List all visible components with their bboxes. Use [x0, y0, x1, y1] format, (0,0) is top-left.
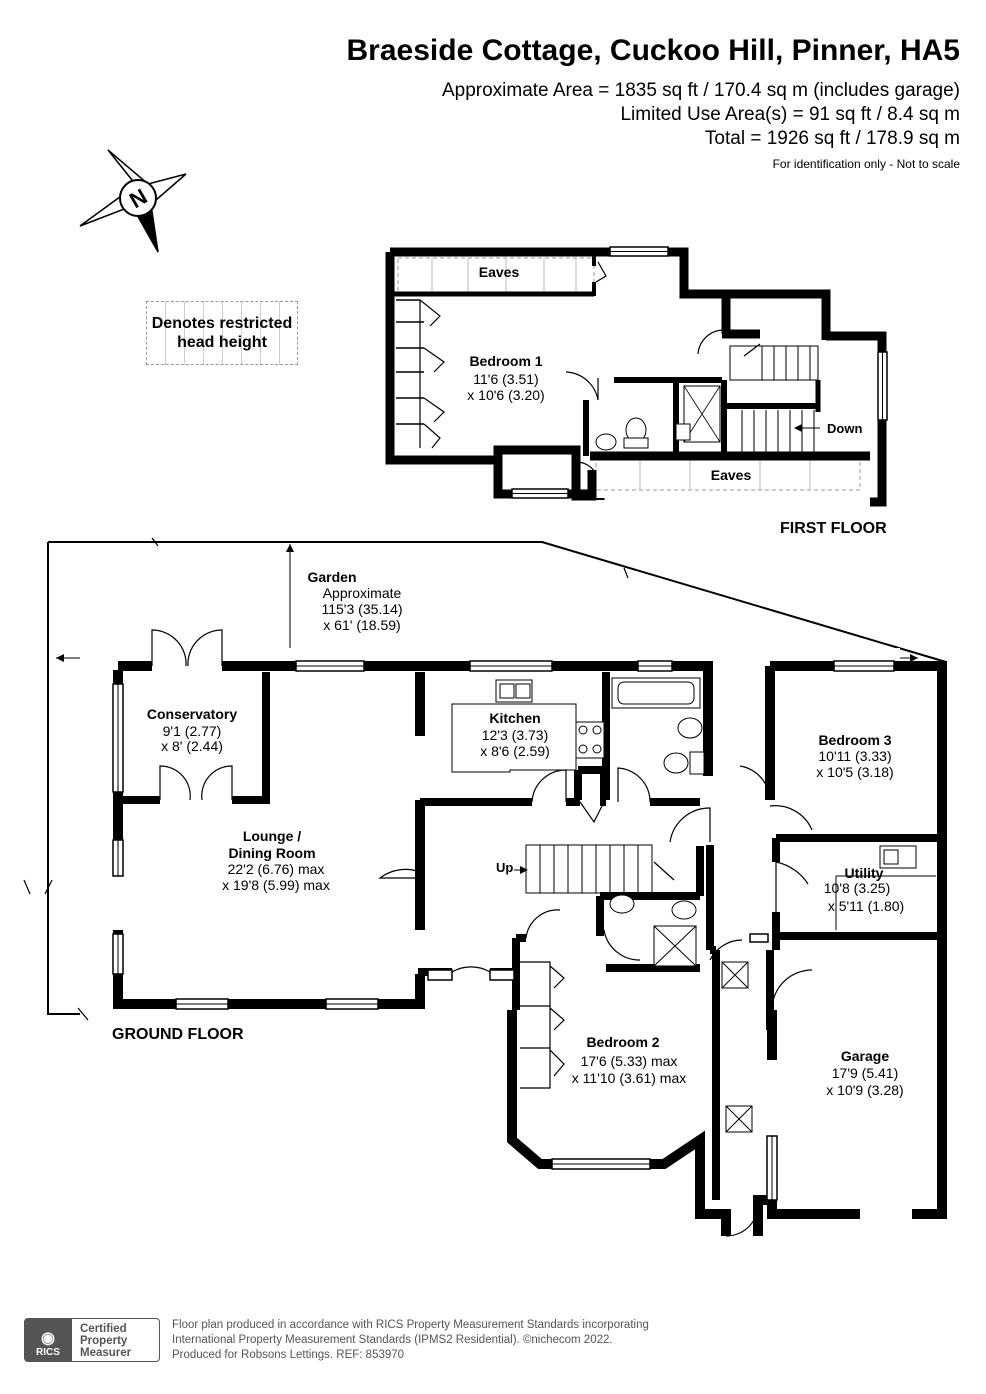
disclaimer: For identification only - Not to scale [772, 157, 960, 171]
bedroom3-dim2: x 10'5 (3.18) [816, 764, 893, 780]
garden-dim2: 115'3 (35.14) [321, 601, 402, 617]
conservatory-dim1: 9'1 (2.77) [163, 723, 222, 739]
total-area: Total = 1926 sq ft / 178.9 sq m [704, 128, 960, 149]
badge-line-2: Property [80, 1335, 128, 1347]
lounge-name-1: Lounge / [243, 828, 301, 844]
garden-name: Garden [307, 569, 356, 585]
badge-line-3: Measurer [80, 1347, 132, 1359]
kitchen-name: Kitchen [489, 710, 540, 726]
ground-floor-label: GROUND FLOOR [112, 1026, 244, 1043]
bedroom2-name: Bedroom 2 [586, 1034, 659, 1050]
kitchen-dim1: 12'3 (3.73) [482, 727, 549, 743]
lounge-dim2: x 19'8 (5.99) max [222, 877, 330, 893]
up-label: Up [496, 860, 513, 875]
bedroom3-dim1: 10'11 (3.33) [818, 748, 891, 764]
footer-line-3: Produced for Robsons Lettings. REF: 8539… [172, 1349, 405, 1361]
badge-line-1: Certified [80, 1323, 127, 1335]
bedroom2-dim1: 17'6 (5.33) max [581, 1053, 678, 1069]
utility-dim1: 10'8 (3.25) [824, 880, 891, 896]
limited-use-area: Limited Use Area(s) = 91 sq ft / 8.4 sq … [620, 104, 960, 125]
kitchen-dim2: x 8'6 (2.59) [480, 743, 550, 759]
lounge-name-2: Dining Room [228, 845, 315, 861]
approximate-area: Approximate Area = 1835 sq ft / 170.4 sq… [441, 80, 960, 101]
first-floor-label: FIRST FLOOR [780, 520, 887, 537]
restricted-height-legend: Denotes restricted head height [146, 301, 298, 365]
page-title: Braeside Cottage, Cuckoo Hill, Pinner, H… [346, 34, 960, 67]
bedroom1-name: Bedroom 1 [469, 353, 542, 369]
first-floor-plan: Eaves Eaves Bedroom 1 11'6 (3.51) x 10'6… [385, 246, 888, 507]
garage-dim2: x 10'9 (3.28) [826, 1082, 903, 1098]
utility-dim2: x 5'11 (1.80) [828, 898, 904, 914]
rics-text: RICS [36, 1347, 60, 1358]
lounge-dim1: 22'2 (6.76) max [228, 861, 325, 877]
rics-globe-icon: ◉ [41, 1330, 55, 1347]
eaves-bottom-label: Eaves [711, 467, 752, 483]
conservatory-dim2: x 8' (2.44) [161, 738, 223, 754]
garden-dim3: x 61' (18.59) [323, 617, 400, 633]
conservatory-name: Conservatory [147, 706, 237, 722]
garage-dim1: 17'9 (5.41) [832, 1065, 899, 1081]
footer-text: Floor plan produced in accordance with R… [172, 1318, 649, 1363]
eaves-top-label: Eaves [479, 264, 520, 280]
bedroom2-dim2: x 11'10 (3.61) max [572, 1070, 686, 1086]
legend-line-1: Denotes restricted [151, 315, 293, 332]
footer-line-1: Floor plan produced in accordance with R… [172, 1319, 649, 1331]
garage-name: Garage [841, 1048, 889, 1064]
footer-line-2: International Property Measurement Stand… [172, 1334, 613, 1346]
rics-logo: ◉ RICS [24, 1318, 72, 1362]
bedroom1-dim1: 11'6 (3.51) [473, 371, 538, 387]
certified-badge: Certified Property Measurer [72, 1318, 160, 1362]
bedroom3-name: Bedroom 3 [818, 732, 891, 748]
legend-line-2: head height [177, 334, 267, 351]
utility-name: Utility [845, 865, 884, 881]
bedroom1-dim2: x 10'6 (3.20) [467, 387, 544, 403]
north-compass-icon: N [79, 149, 187, 253]
ground-floor-plan: Garden Approximate 115'3 (35.14) x 61' (… [23, 537, 947, 1237]
down-label: Down [827, 421, 862, 436]
garden-dim1: Approximate [323, 585, 402, 601]
